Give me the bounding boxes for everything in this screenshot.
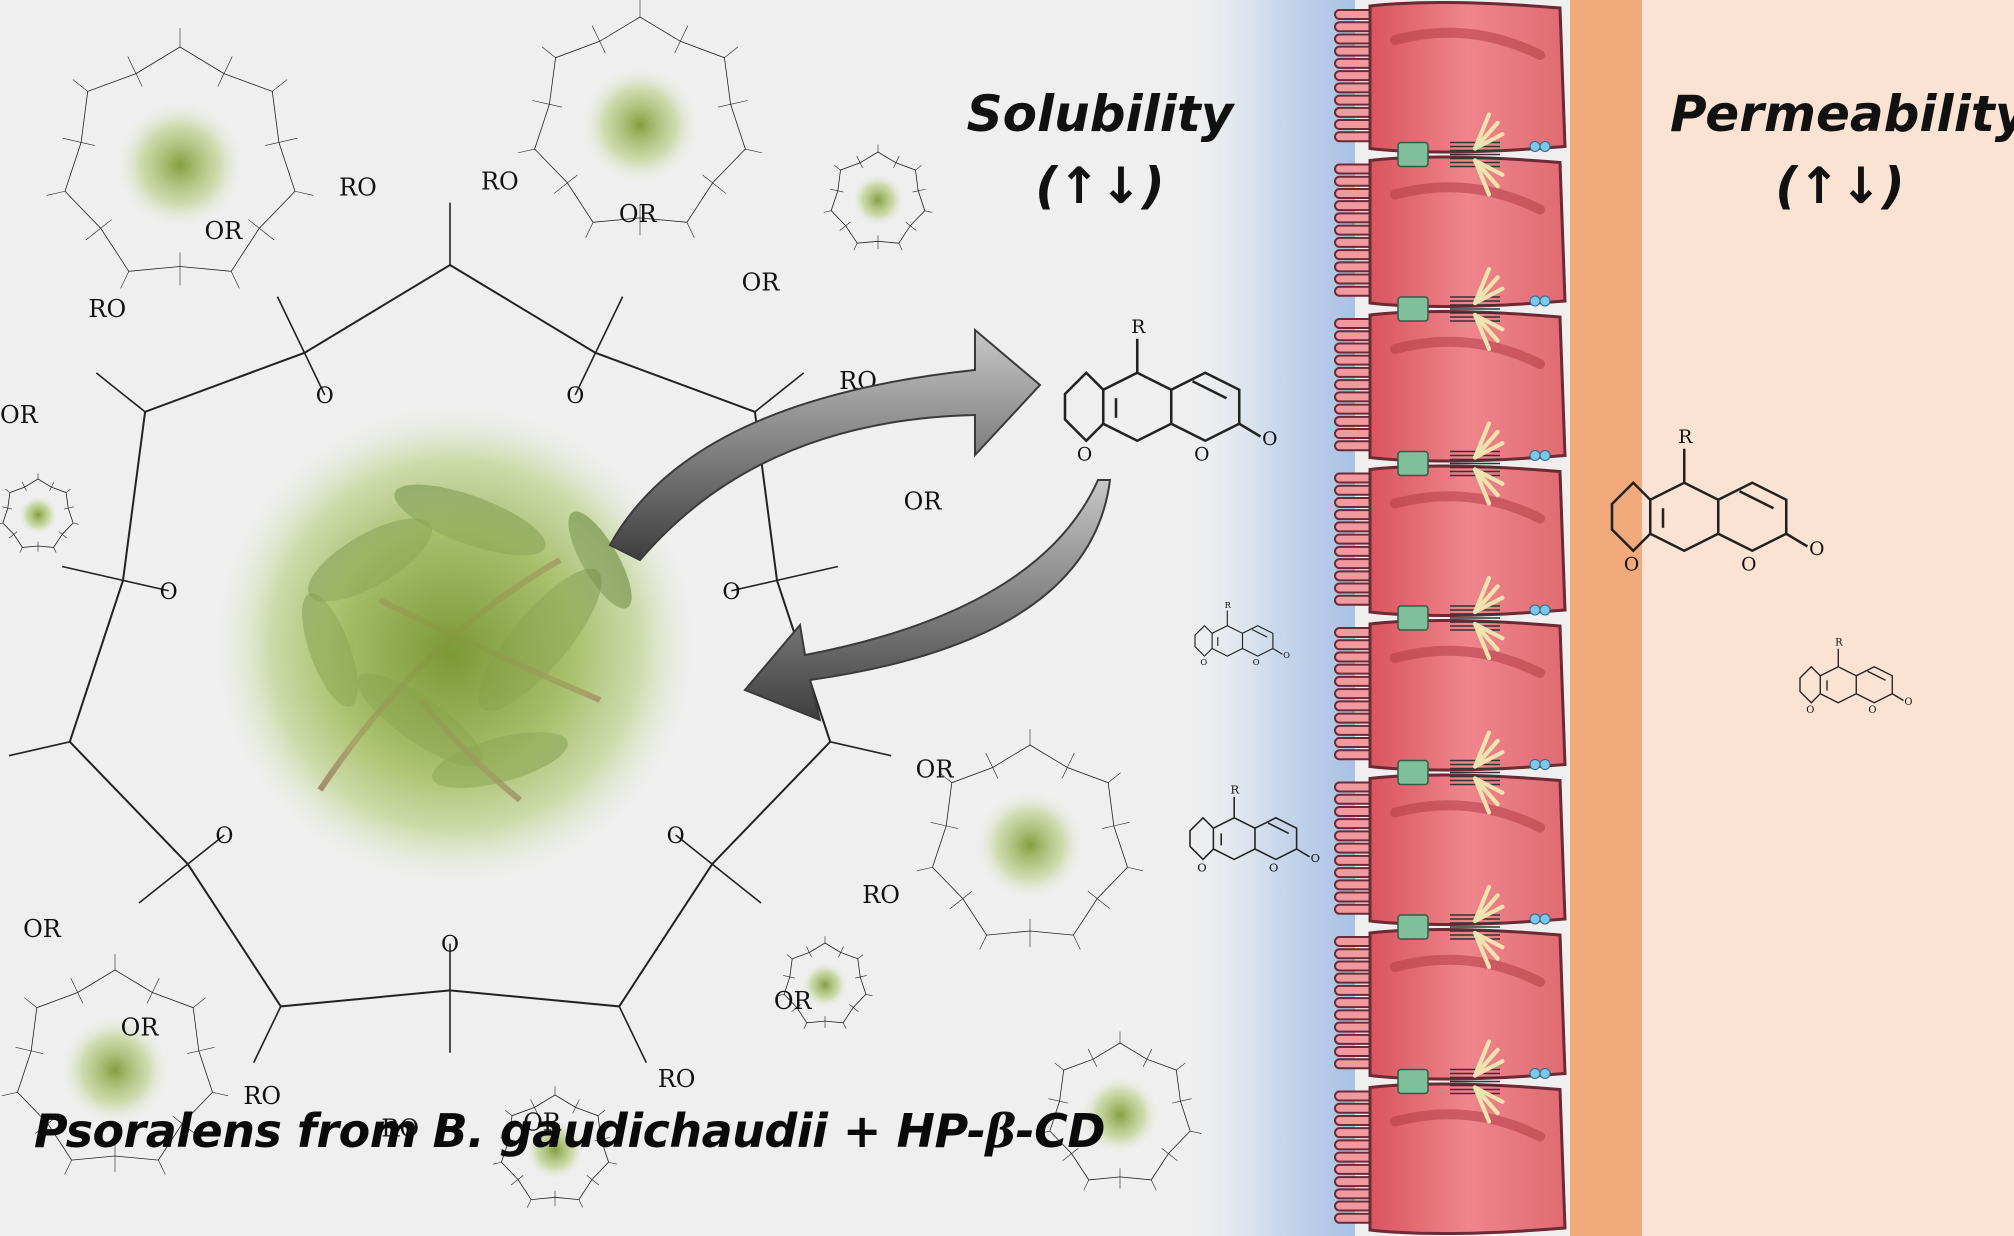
arrow-to-complex	[743, 479, 1112, 722]
epithelial-cell	[1334, 0, 1567, 154]
permeability-heading: Permeability (↑↓)	[1670, 78, 2014, 222]
psoralen-o-label: O	[1624, 554, 1639, 575]
permeability-arrows: (↑↓)	[1775, 157, 1905, 215]
ring-oxygen-label: O	[215, 824, 233, 849]
epithelial-cell	[1334, 927, 1567, 1081]
psoralen-molecule: R O O O	[1063, 317, 1278, 465]
epithelial-cell	[1334, 309, 1567, 463]
psoralen-r-label: R	[1225, 600, 1232, 610]
epithelial-cell	[1334, 464, 1567, 618]
solubility-heading: Solubility (↑↓)	[960, 78, 1240, 222]
psoralen-r-label: R	[1678, 427, 1693, 448]
psoralen-o-label: O	[1200, 657, 1207, 667]
psoralen-o-label: O	[1194, 444, 1209, 465]
tight-junction	[1397, 421, 1551, 506]
psoralen-o-label: O	[1904, 697, 1912, 708]
substituent-label: OR	[619, 200, 658, 228]
psoralen-o-label: O	[1868, 705, 1876, 716]
ring-oxygen-label: O	[722, 580, 740, 605]
psoralen-o-label: O	[1197, 860, 1206, 874]
substituent-label: RO	[481, 168, 519, 196]
release-arrows	[608, 327, 1112, 722]
psoralen-molecule: R O O O	[1799, 638, 1913, 716]
small-cd-complex	[0, 473, 79, 553]
ring-oxygen-label: O	[160, 580, 178, 605]
epithelial-cell	[1334, 773, 1567, 927]
epithelial-cell	[1334, 155, 1567, 309]
epithelial-cell	[1334, 618, 1567, 772]
ring-oxygen-label: O	[667, 824, 685, 849]
caption-prefix: Psoralens from B. gaudichaudii + HP-	[34, 1104, 986, 1158]
substituent-label: OR	[121, 1014, 160, 1042]
substituent-label: OR	[742, 268, 781, 296]
psoralen-o-label: O	[1077, 444, 1092, 465]
tight-junction	[1397, 267, 1551, 351]
solubility-label: Solubility	[966, 85, 1234, 143]
substituent-label: RO	[658, 1065, 696, 1093]
tight-junction	[1397, 576, 1551, 660]
psoralen-o-label: O	[1262, 429, 1277, 450]
substituent-label: OR	[523, 1109, 562, 1137]
psoralen-bonds	[1189, 797, 1311, 861]
small-cd-complex	[1038, 1031, 1202, 1191]
small-cd-complex	[517, 0, 763, 239]
small-cd-complex	[1, 954, 229, 1175]
psoralen-bonds	[1194, 610, 1283, 657]
psoralen-bonds	[1063, 338, 1262, 443]
hp-beta-cd-structure: O O O O O O OR O OR OR RO OR RO OR RO OR RO OR RO RO OR OR OR R…	[0, 168, 968, 1143]
small-cd-complex	[46, 28, 314, 289]
ring-oxygen-label: O	[316, 384, 334, 409]
small-cd-complex	[823, 144, 933, 251]
arrow-to-free-drug	[608, 327, 1042, 562]
ring-oxygen-label: O	[566, 384, 584, 409]
psoralen-molecules: R O O O R O O O R O O O R O O O R O O O	[1063, 317, 1913, 874]
substituent-label: RO	[339, 173, 377, 201]
psoralen-bonds	[1610, 448, 1809, 553]
substituent-label: RO	[862, 881, 900, 909]
ring-oxygen-label: O	[441, 933, 459, 958]
psoralen-o-label: O	[1809, 539, 1824, 560]
psoralen-o-label: O	[1253, 657, 1260, 667]
substituent-label: OR	[205, 217, 244, 245]
substituent-label: OR	[0, 401, 39, 429]
psoralen-r-label: R	[1835, 638, 1843, 649]
tight-junction	[1397, 112, 1551, 197]
small-cd-complex	[916, 729, 1144, 950]
epithelium-layer	[1334, 0, 1567, 1236]
psoralen-bonds	[1799, 648, 1904, 704]
psoralen-o-label: O	[1806, 705, 1814, 716]
psoralen-molecule: R O O O	[1194, 600, 1290, 667]
epithelial-cell	[1334, 1082, 1567, 1236]
background-cd-complexes	[0, 0, 1202, 1208]
substituent-label: RO	[381, 1114, 419, 1142]
psoralen-r-label: R	[1231, 782, 1240, 796]
substituent-label: RO	[243, 1082, 281, 1110]
substituent-label: OR	[916, 755, 955, 783]
small-cd-complex	[492, 1086, 618, 1208]
solubility-arrows: (↑↓)	[1035, 157, 1165, 215]
tight-junction	[1397, 885, 1551, 969]
tight-junction	[1397, 1039, 1551, 1124]
permeability-label: Permeability	[1670, 85, 2014, 143]
psoralen-o-label: O	[1311, 851, 1320, 865]
substituent-label: OR	[774, 987, 813, 1015]
tight-junction	[1397, 730, 1551, 815]
main-cd-ring: O O O O O O OR O OR OR RO OR RO OR RO OR RO OR RO RO OR OR OR R…	[0, 168, 968, 1143]
psoralen-molecule: R O O O	[1189, 782, 1320, 874]
psoralen-o-label: O	[1741, 554, 1756, 575]
figure-caption: Psoralens from B. gaudichaudii + HP-β-CD	[34, 1104, 1106, 1158]
psoralen-molecule: R O O O	[1610, 427, 1825, 575]
psoralen-r-label: R	[1131, 317, 1146, 338]
substituent-label: RO	[88, 295, 126, 323]
psoralen-o-label: O	[1283, 650, 1290, 660]
small-cd-complex	[777, 936, 873, 1030]
substituent-label: OR	[904, 488, 943, 516]
caption-beta: β	[985, 1104, 1016, 1158]
caption-suffix: -CD	[1015, 1104, 1106, 1158]
substituent-label: OR	[23, 915, 62, 943]
psoralen-o-label: O	[1269, 860, 1278, 874]
